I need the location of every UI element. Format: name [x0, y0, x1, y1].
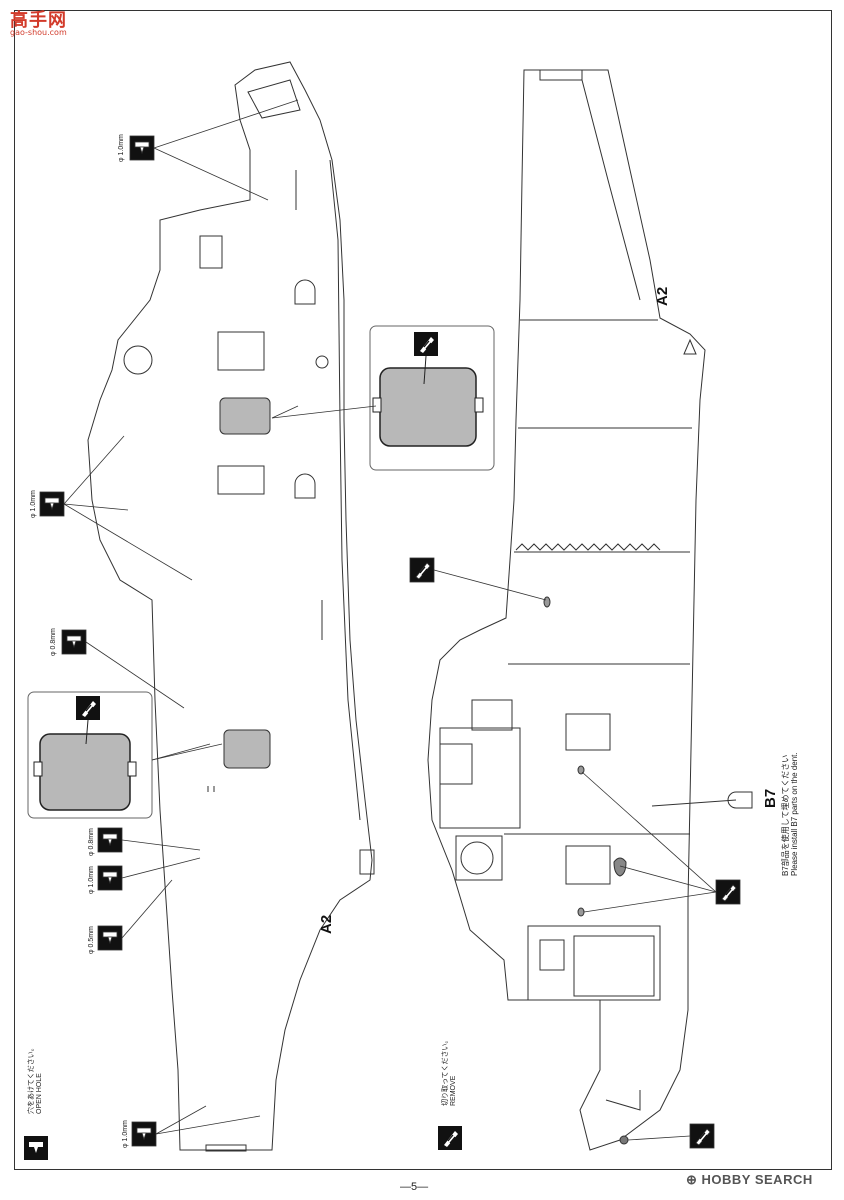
part-label-a2-left: A2 [318, 914, 335, 934]
drill-size-label: φ 1.0mm [30, 490, 37, 518]
hobby-search-logo-icon: ⊕ [686, 1172, 702, 1187]
part-label-a2-right: A2 [654, 286, 671, 306]
drill-size-label: φ 1.0mm [88, 866, 95, 894]
dent-mark [577, 907, 585, 917]
hobby-search-watermark: ⊕ HOBBY SEARCH [686, 1172, 813, 1188]
drill-size-label: φ 1.0mm [122, 1120, 129, 1148]
right-fuselage-outline [427, 69, 706, 1151]
drill-size-label: φ 0.5mm [88, 926, 95, 954]
drill-size-label: φ 1.0mm [118, 134, 125, 162]
dent-shaded [613, 857, 627, 877]
page-border [14, 10, 832, 1170]
drill-size-label: φ 0.8mm [50, 628, 57, 656]
part-b7-shape [727, 791, 753, 809]
cut-panel-left-upper [219, 397, 271, 435]
legend-remove-jp: 切り取ってください。 [442, 1036, 449, 1106]
remove-callouts [151, 405, 741, 1149]
dent-mark [543, 596, 551, 608]
legend-remove-en: REMOVE [450, 1075, 457, 1106]
part-label-b7: B7 [762, 788, 779, 808]
hobby-search-text: HOBBY SEARCH [701, 1172, 813, 1187]
drill-size-label: φ 0.8mm [88, 828, 95, 856]
cut-panel-left-lower [223, 729, 271, 769]
legend-knife-icon [437, 1125, 463, 1151]
legend-drill-icon [24, 1136, 48, 1160]
detail-inset-top [369, 325, 495, 471]
drill-callouts [39, 99, 299, 1147]
watermark-logo: 高手网 gao-shou.com [4, 4, 74, 38]
watermark-site-name: 高手网 [10, 10, 67, 31]
watermark-site-url: gao-shou.com [10, 28, 67, 37]
legend-open-hole-en: OPEN HOLE [36, 1073, 43, 1114]
left-fuselage-outline [87, 61, 375, 1152]
detail-inset-bottom [27, 691, 153, 819]
b7-note-en: Please install B7 parts on the dent. [790, 752, 799, 876]
page-number: —5— [400, 1181, 429, 1193]
legend-open-hole-jp: 穴をあけてください。 [28, 1044, 35, 1114]
b7-leader [651, 799, 737, 807]
dent-mark [619, 1135, 629, 1145]
